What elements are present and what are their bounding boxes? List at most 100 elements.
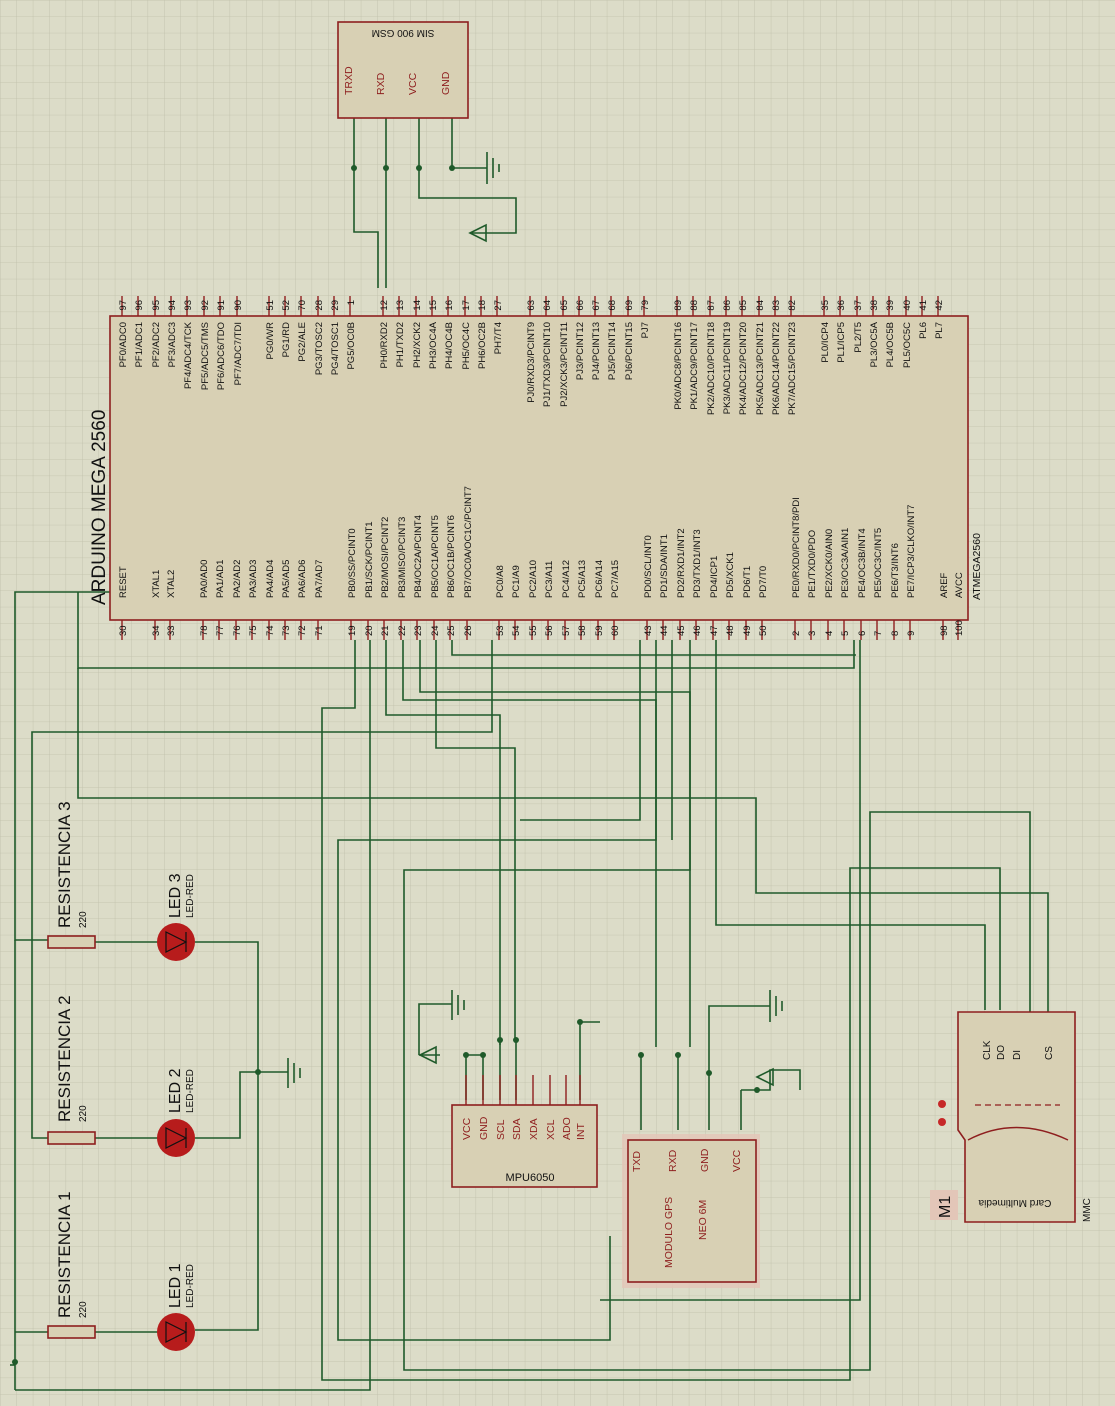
mpu-pin-scl: SCL <box>495 1119 507 1140</box>
arduino-pin-num: 48 <box>725 625 736 636</box>
arduino-pin-num: 21 <box>380 625 391 636</box>
arduino-pin-num: 50 <box>758 625 769 636</box>
arduino-pin-num: 7 <box>873 631 884 636</box>
arduino-pin-name: PB5/OC1A/PCINT5 <box>430 515 441 598</box>
arduino-pin-name: XTAL1 <box>151 570 162 598</box>
arduino-pin-num: 12 <box>379 300 390 311</box>
arduino-pin-num: 76 <box>232 625 243 636</box>
mpu-title: MPU6050 <box>506 1172 555 1184</box>
arduino-right-pins: 97PF0/ADC096PF1/ADC195PF2/ADC294PF3/ADC3… <box>118 296 945 415</box>
arduino-pin-name: PC6/A14 <box>594 560 605 598</box>
arduino-pin-name: PJ5/PCINT14 <box>607 322 618 380</box>
arduino-pin-name: PB0/SS/PCINT0 <box>347 528 358 598</box>
mmc-dot-2 <box>938 1118 946 1126</box>
arduino-pin-num: 16 <box>444 300 455 311</box>
arduino-pin-num: 4 <box>824 631 835 636</box>
arduino-pin-name: PB1/SCK/PCINT1 <box>364 521 375 598</box>
arduino-pin-num: 71 <box>314 625 325 636</box>
arduino-pin-name: PC0/A8 <box>495 565 506 598</box>
arduino-pin-num: 83 <box>771 300 782 311</box>
gps-subtitle: NEO 6M <box>697 1200 709 1240</box>
arduino-pin-name: AREF <box>939 572 950 598</box>
arduino-pin-name: PK2/ADC10/PCINT18 <box>706 322 717 415</box>
arduino-pin-num: 88 <box>689 300 700 311</box>
arduino-pin-num: 39 <box>885 300 896 311</box>
gps-module: TXD RXD GND VCC MODULO GPS NEO 6M <box>622 1134 760 1288</box>
mpu-pin-ado: ADO <box>561 1117 573 1140</box>
mpu-pin-gnd: GND <box>478 1116 490 1140</box>
arduino-pin-num: 19 <box>347 625 358 636</box>
junctions <box>12 165 760 1365</box>
arduino-pin-name: PH7/T4 <box>493 322 504 354</box>
arduino-pin-num: 23 <box>413 625 424 636</box>
arduino-pin-num: 33 <box>166 625 177 636</box>
arduino-pin-name: PD6/T1 <box>742 566 753 598</box>
arduino-pin-num: 94 <box>167 300 178 311</box>
mmc-dot-1 <box>938 1100 946 1108</box>
arduino-pin-name: PD5/XCK1 <box>725 552 736 598</box>
gps-pin-vcc: VCC <box>731 1149 743 1172</box>
arduino-pin-name: PH0/RXD2 <box>379 322 390 368</box>
arduino-pin-num: 79 <box>640 300 651 311</box>
arduino-pin-num: 86 <box>722 300 733 311</box>
arduino-pin-name: PF1/ADC1 <box>134 322 145 367</box>
arduino-pin-num: 77 <box>215 625 226 636</box>
arduino-pin-name: PG4/TOSC1 <box>330 322 341 375</box>
mmc-pin-do: DO <box>996 1045 1007 1060</box>
arduino-pin-name: PF6/ADC6/TDO <box>216 322 227 390</box>
arduino-pin-name: PL2/T5 <box>853 322 864 353</box>
gsm-pin-rxd: RXD <box>375 72 387 95</box>
gsm-pin-gnd: GND <box>440 71 452 95</box>
arduino-pin-num: 93 <box>183 300 194 311</box>
arduino-pin-name: PH1/TXD2 <box>395 322 406 367</box>
arduino-pin-num: 41 <box>918 300 929 311</box>
arduino-pin-num: 40 <box>902 300 913 311</box>
arduino-pin-num: 46 <box>692 625 703 636</box>
resistor-2-value: 220 <box>78 1105 89 1122</box>
arduino-pin-num: 55 <box>528 625 539 636</box>
arduino-pin-name: PE5/OC3C/INT5 <box>873 528 884 598</box>
arduino-pin-num: 28 <box>314 300 325 311</box>
arduino-pin-name: PH3/OC4A <box>428 321 439 369</box>
arduino-pin-num: 49 <box>742 625 753 636</box>
arduino-pin-name: PB6/OC1B/PCINT6 <box>446 515 457 598</box>
arduino-pin-name: PF7/ADC7/TDI <box>233 322 244 385</box>
arduino-chip-label: ATMEGA2560 <box>971 533 983 600</box>
arduino-pin-num: 3 <box>807 631 818 636</box>
arduino-pin-num: 100 <box>954 620 965 636</box>
arduino-pin-name: PA1/AD1 <box>215 560 226 598</box>
arduino-pin-num: 66 <box>575 300 586 311</box>
arduino-pin-name: PH6/OC2B <box>477 322 488 369</box>
gsm-pin-vcc: VCC <box>407 72 419 95</box>
arduino-pin-name: PG1/RD <box>281 322 292 358</box>
resistor-3: RESISTENCIA 3 220 <box>47 801 96 949</box>
arduino-pin-name: PD2/RXD1/INT2 <box>676 528 687 598</box>
arduino-pin-num: 1 <box>346 300 357 305</box>
arduino-pin-num: 35 <box>820 300 831 311</box>
arduino-pin-name: PB3/MISO/PCINT3 <box>397 517 408 598</box>
gsm-pin-trxd: TRXD <box>343 66 355 95</box>
mmc-ref: M1 <box>937 1196 954 1218</box>
arduino-pin-name: PF3/ADC3 <box>167 322 178 367</box>
arduino-pin-num: 26 <box>463 625 474 636</box>
resistor-3-name: RESISTENCIA 3 <box>55 801 74 928</box>
arduino-pin-name: PA0/AD0 <box>199 560 210 598</box>
arduino-pin-name: PD3/TXD1/INT3 <box>692 529 703 598</box>
mmc-pin-cs: CS <box>1044 1046 1055 1060</box>
mpu-pin-xda: XDA <box>528 1118 540 1140</box>
arduino-pin-num: 73 <box>281 625 292 636</box>
led-1-type: LED-RED <box>185 1264 196 1308</box>
arduino-pin-name: PK6/ADC14/PCINT22 <box>771 322 782 415</box>
arduino-pin-num: 89 <box>673 300 684 311</box>
arduino-pin-num: 18 <box>477 300 488 311</box>
mpu-pin-xcl: XCL <box>545 1119 557 1140</box>
arduino-pin-num: 69 <box>624 300 635 311</box>
arduino-pin-name: PC5/A13 <box>577 560 588 598</box>
arduino-pin-name: PG2/ALE <box>297 322 308 362</box>
arduino-pin-name: PL7 <box>934 322 945 339</box>
arduino-pin-name: PH2/XCK2 <box>412 322 423 368</box>
arduino-pin-num: 68 <box>607 300 618 311</box>
arduino-pin-num: 97 <box>118 300 129 311</box>
arduino-pin-num: 37 <box>853 300 864 311</box>
